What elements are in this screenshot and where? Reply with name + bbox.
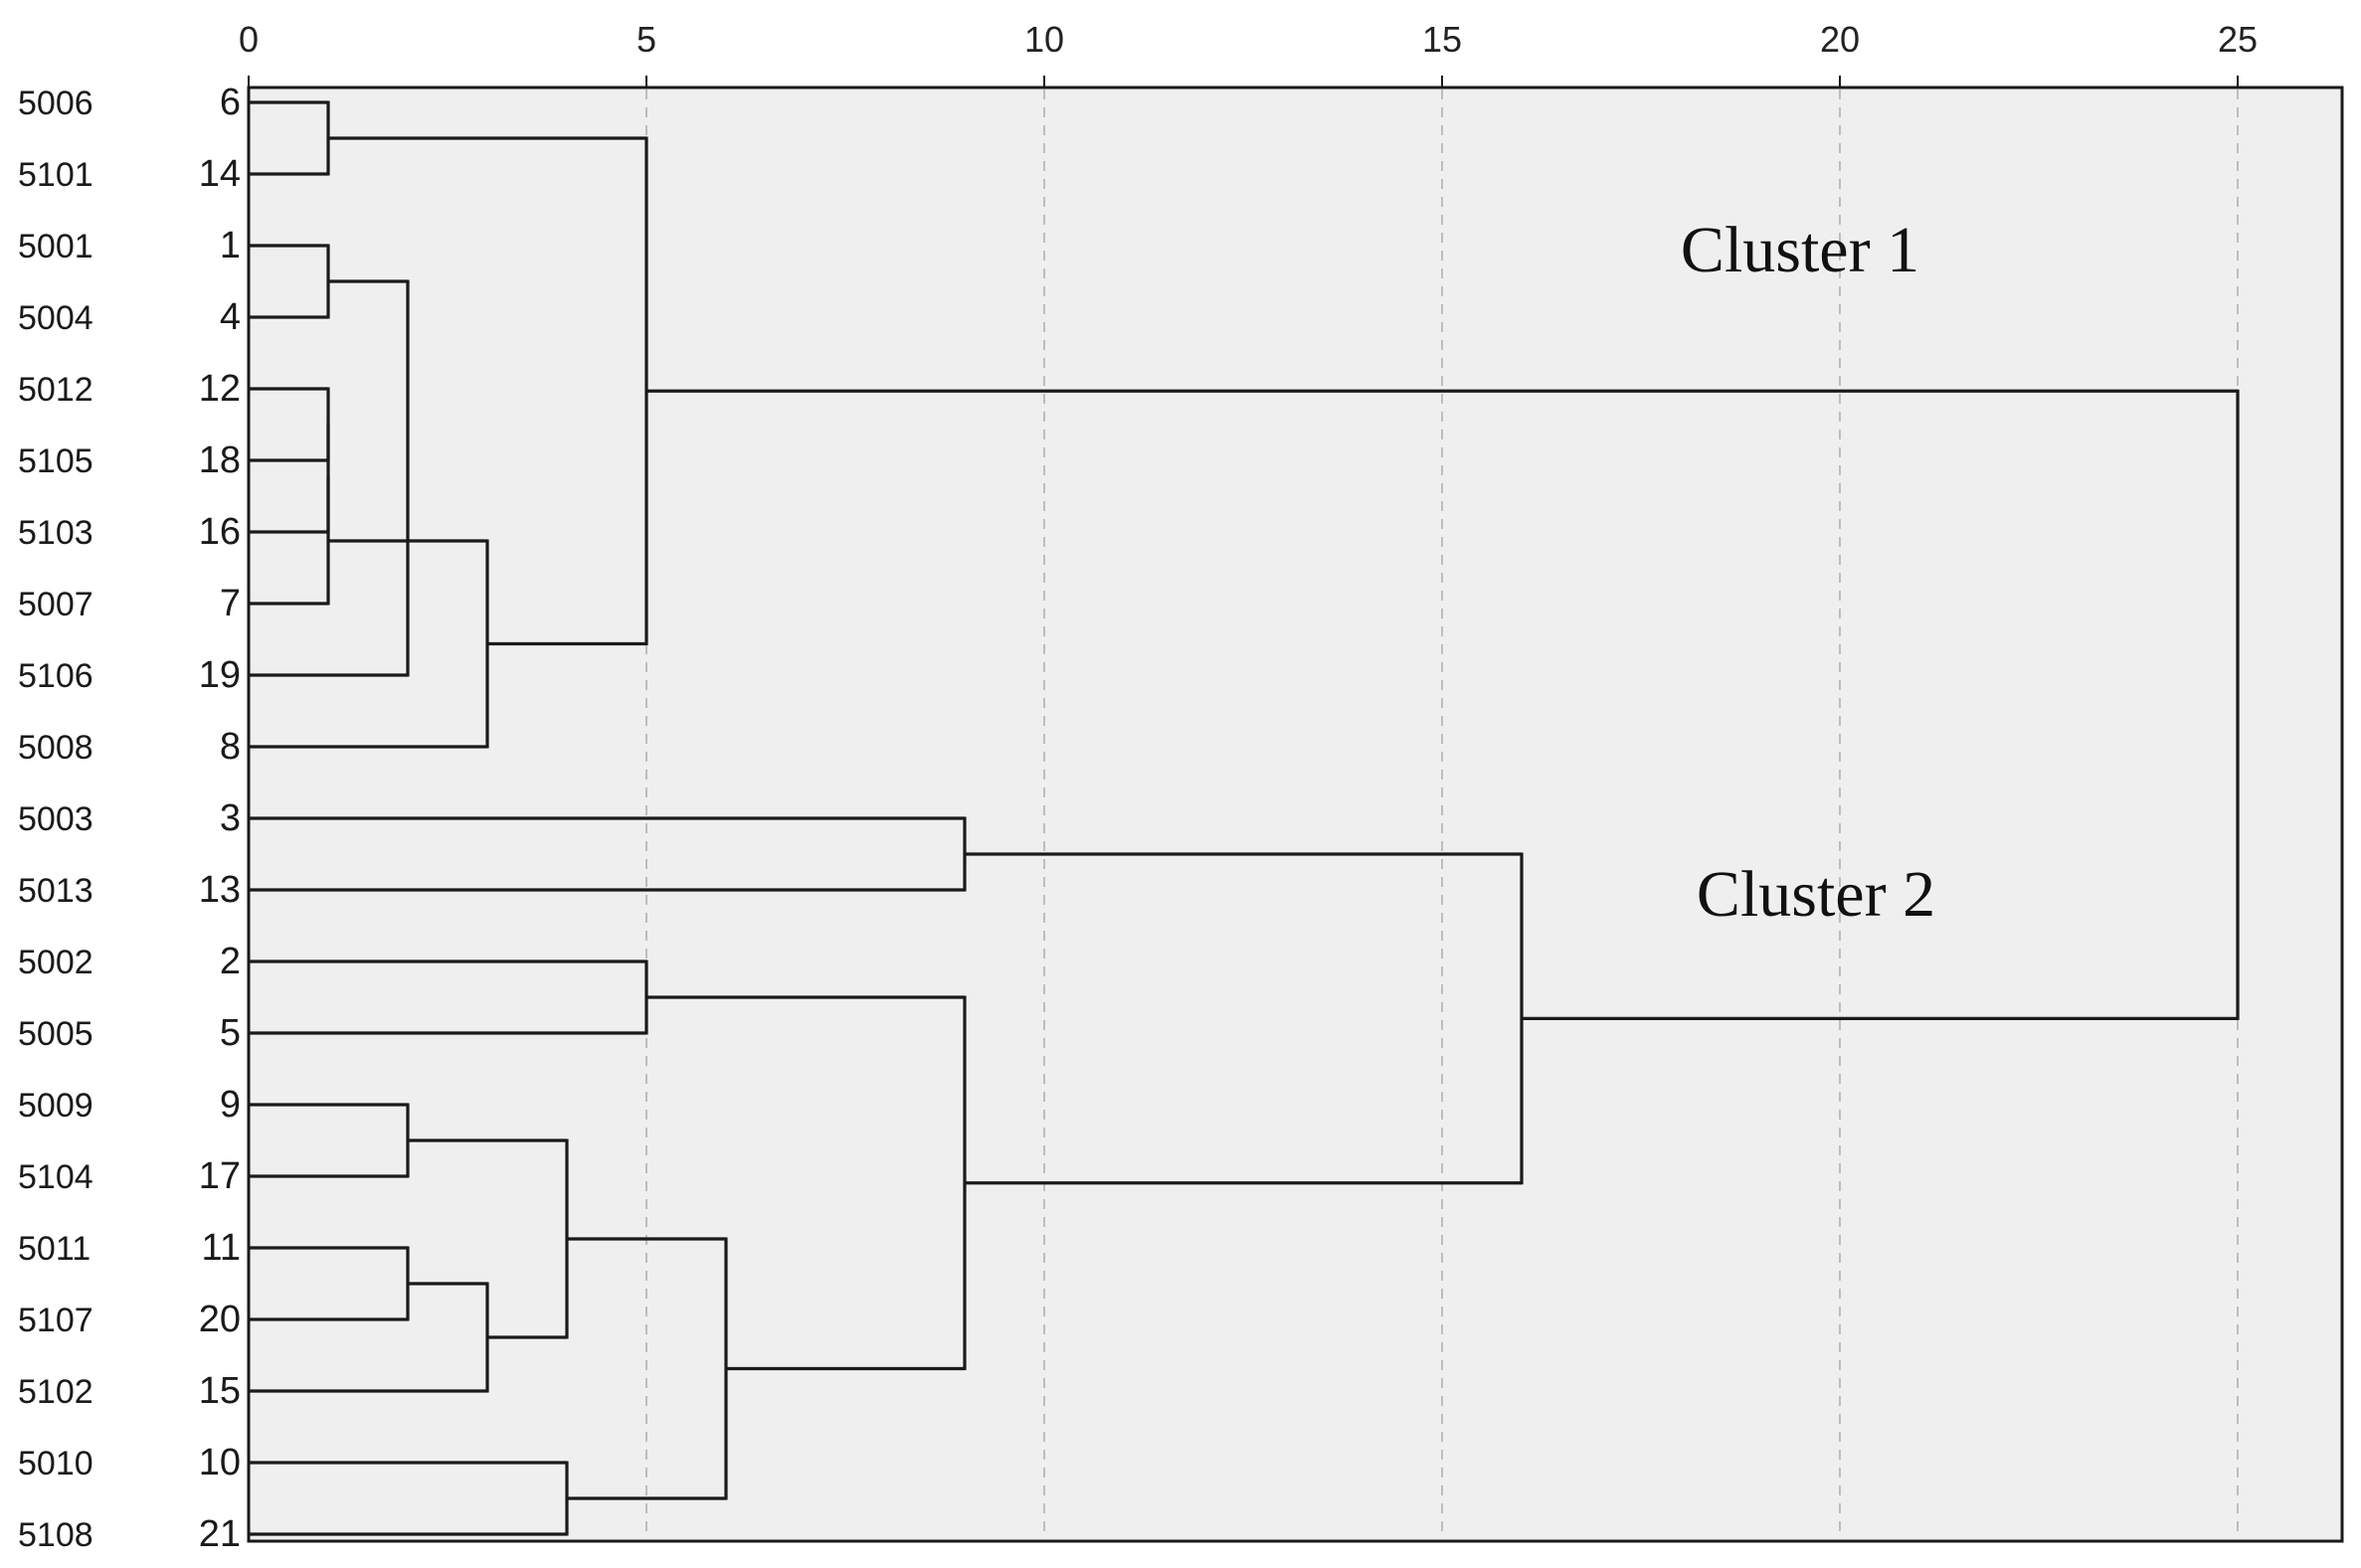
case-name-5003: 5003 — [18, 800, 93, 838]
case-name-5007: 5007 — [18, 586, 93, 623]
case-number-4: 4 — [220, 296, 241, 338]
case-number-8: 8 — [220, 726, 241, 768]
tick-label-5: 5 — [636, 19, 656, 60]
cluster-annotations: Cluster 1 Cluster 2 — [1681, 214, 1935, 931]
case-number-17: 17 — [199, 1155, 241, 1197]
case-name-5101: 5101 — [18, 156, 93, 194]
case-name-5013: 5013 — [18, 872, 93, 910]
case-number-5: 5 — [220, 1012, 241, 1054]
case-name-5011: 5011 — [18, 1230, 91, 1268]
dendrogram-links — [249, 100, 2240, 1536]
case-name-5002: 5002 — [18, 944, 93, 981]
case-number-13: 13 — [199, 869, 241, 911]
case-number-21: 21 — [199, 1513, 241, 1555]
case-number-7: 7 — [220, 583, 241, 624]
case-name-5009: 5009 — [18, 1087, 93, 1125]
case-name-5012: 5012 — [18, 371, 93, 409]
cluster-label-1: Cluster 1 — [1681, 214, 1919, 286]
case-number-18: 18 — [199, 439, 241, 481]
case-number-10: 10 — [199, 1442, 241, 1483]
case-number-9: 9 — [220, 1084, 241, 1126]
case-name-5106: 5106 — [18, 657, 93, 695]
case-number-11: 11 — [202, 1227, 241, 1269]
case-number-20: 20 — [199, 1299, 241, 1340]
case-number-16: 16 — [199, 511, 241, 553]
tick-label-15: 15 — [1422, 19, 1462, 60]
x-axis-ticks: 0 5 10 15 20 25 — [239, 19, 2258, 87]
case-name-5108: 5108 — [18, 1516, 93, 1554]
case-number-14: 14 — [199, 153, 241, 195]
tick-label-10: 10 — [1024, 19, 1064, 60]
case-name-5105: 5105 — [18, 442, 93, 480]
tick-label-0: 0 — [239, 19, 259, 60]
case-name-5102: 5102 — [18, 1373, 93, 1411]
case-name-5107: 5107 — [18, 1302, 93, 1339]
tick-label-20: 20 — [1820, 19, 1860, 60]
case-name-5001: 5001 — [18, 228, 93, 265]
case-name-5005: 5005 — [18, 1015, 93, 1053]
case-name-5008: 5008 — [18, 729, 93, 767]
cluster-label-2: Cluster 2 — [1697, 858, 1935, 931]
case-name-5006: 5006 — [18, 85, 93, 122]
case-number-12: 12 — [199, 368, 241, 410]
case-name-5010: 5010 — [18, 1445, 93, 1482]
case-name-5103: 5103 — [18, 514, 93, 552]
case-name-5104: 5104 — [18, 1158, 93, 1196]
case-number-1: 1 — [220, 225, 241, 266]
case-number-3: 3 — [220, 797, 241, 839]
tick-label-25: 25 — [2218, 19, 2258, 60]
case-number-15: 15 — [199, 1370, 241, 1412]
plot-area — [247, 86, 2344, 1543]
case-name-5004: 5004 — [18, 299, 93, 337]
case-number-6: 6 — [220, 82, 241, 123]
case-number-2: 2 — [220, 941, 241, 982]
case-number-19: 19 — [199, 654, 241, 696]
